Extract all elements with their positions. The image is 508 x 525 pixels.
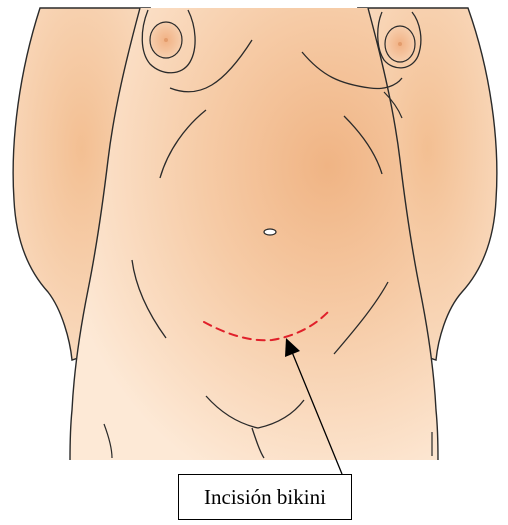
left-nipple-center bbox=[164, 38, 168, 42]
incision-label: Incisión bikini bbox=[178, 474, 352, 520]
navel bbox=[264, 229, 276, 235]
right-nipple-center bbox=[398, 42, 402, 46]
torso bbox=[70, 8, 438, 460]
